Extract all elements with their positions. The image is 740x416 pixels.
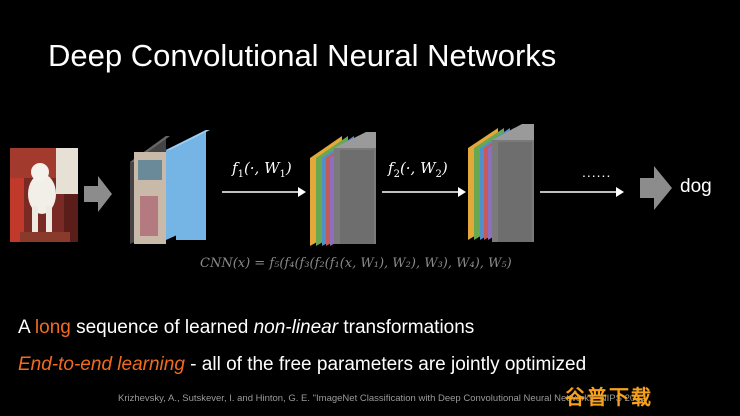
output-label: dog	[680, 176, 712, 197]
cnn-formula: CNN(x) = f₅(f₄(f₃(f₂(f₁(x, W₁), W₂), W₃)…	[200, 256, 512, 271]
bullet-1: A long sequence of learned non-linear tr…	[18, 317, 475, 338]
arrow-f2-head	[458, 187, 466, 197]
f2-label: f2(·, W2)	[388, 159, 448, 180]
input-dog-photo	[10, 148, 78, 242]
input-volume	[130, 130, 210, 244]
feature-stack-1	[310, 132, 376, 246]
arrow-f3-head	[616, 187, 624, 197]
bullet-2: End-to-end learning - all of the free pa…	[18, 354, 587, 375]
arrow-input-icon	[84, 176, 112, 212]
watermark: 谷普下载	[565, 387, 653, 409]
slide-title: Deep Convolutional Neural Networks	[48, 38, 557, 73]
feature-stack-2	[468, 124, 534, 242]
ellipsis: ......	[582, 164, 612, 180]
arrow-output-icon	[640, 166, 672, 210]
arrow-f1-head	[298, 187, 306, 197]
f1-label: f1(·, W1)	[232, 159, 292, 180]
citation: Krizhevsky, A., Sutskever, I. and Hinton…	[118, 393, 646, 404]
